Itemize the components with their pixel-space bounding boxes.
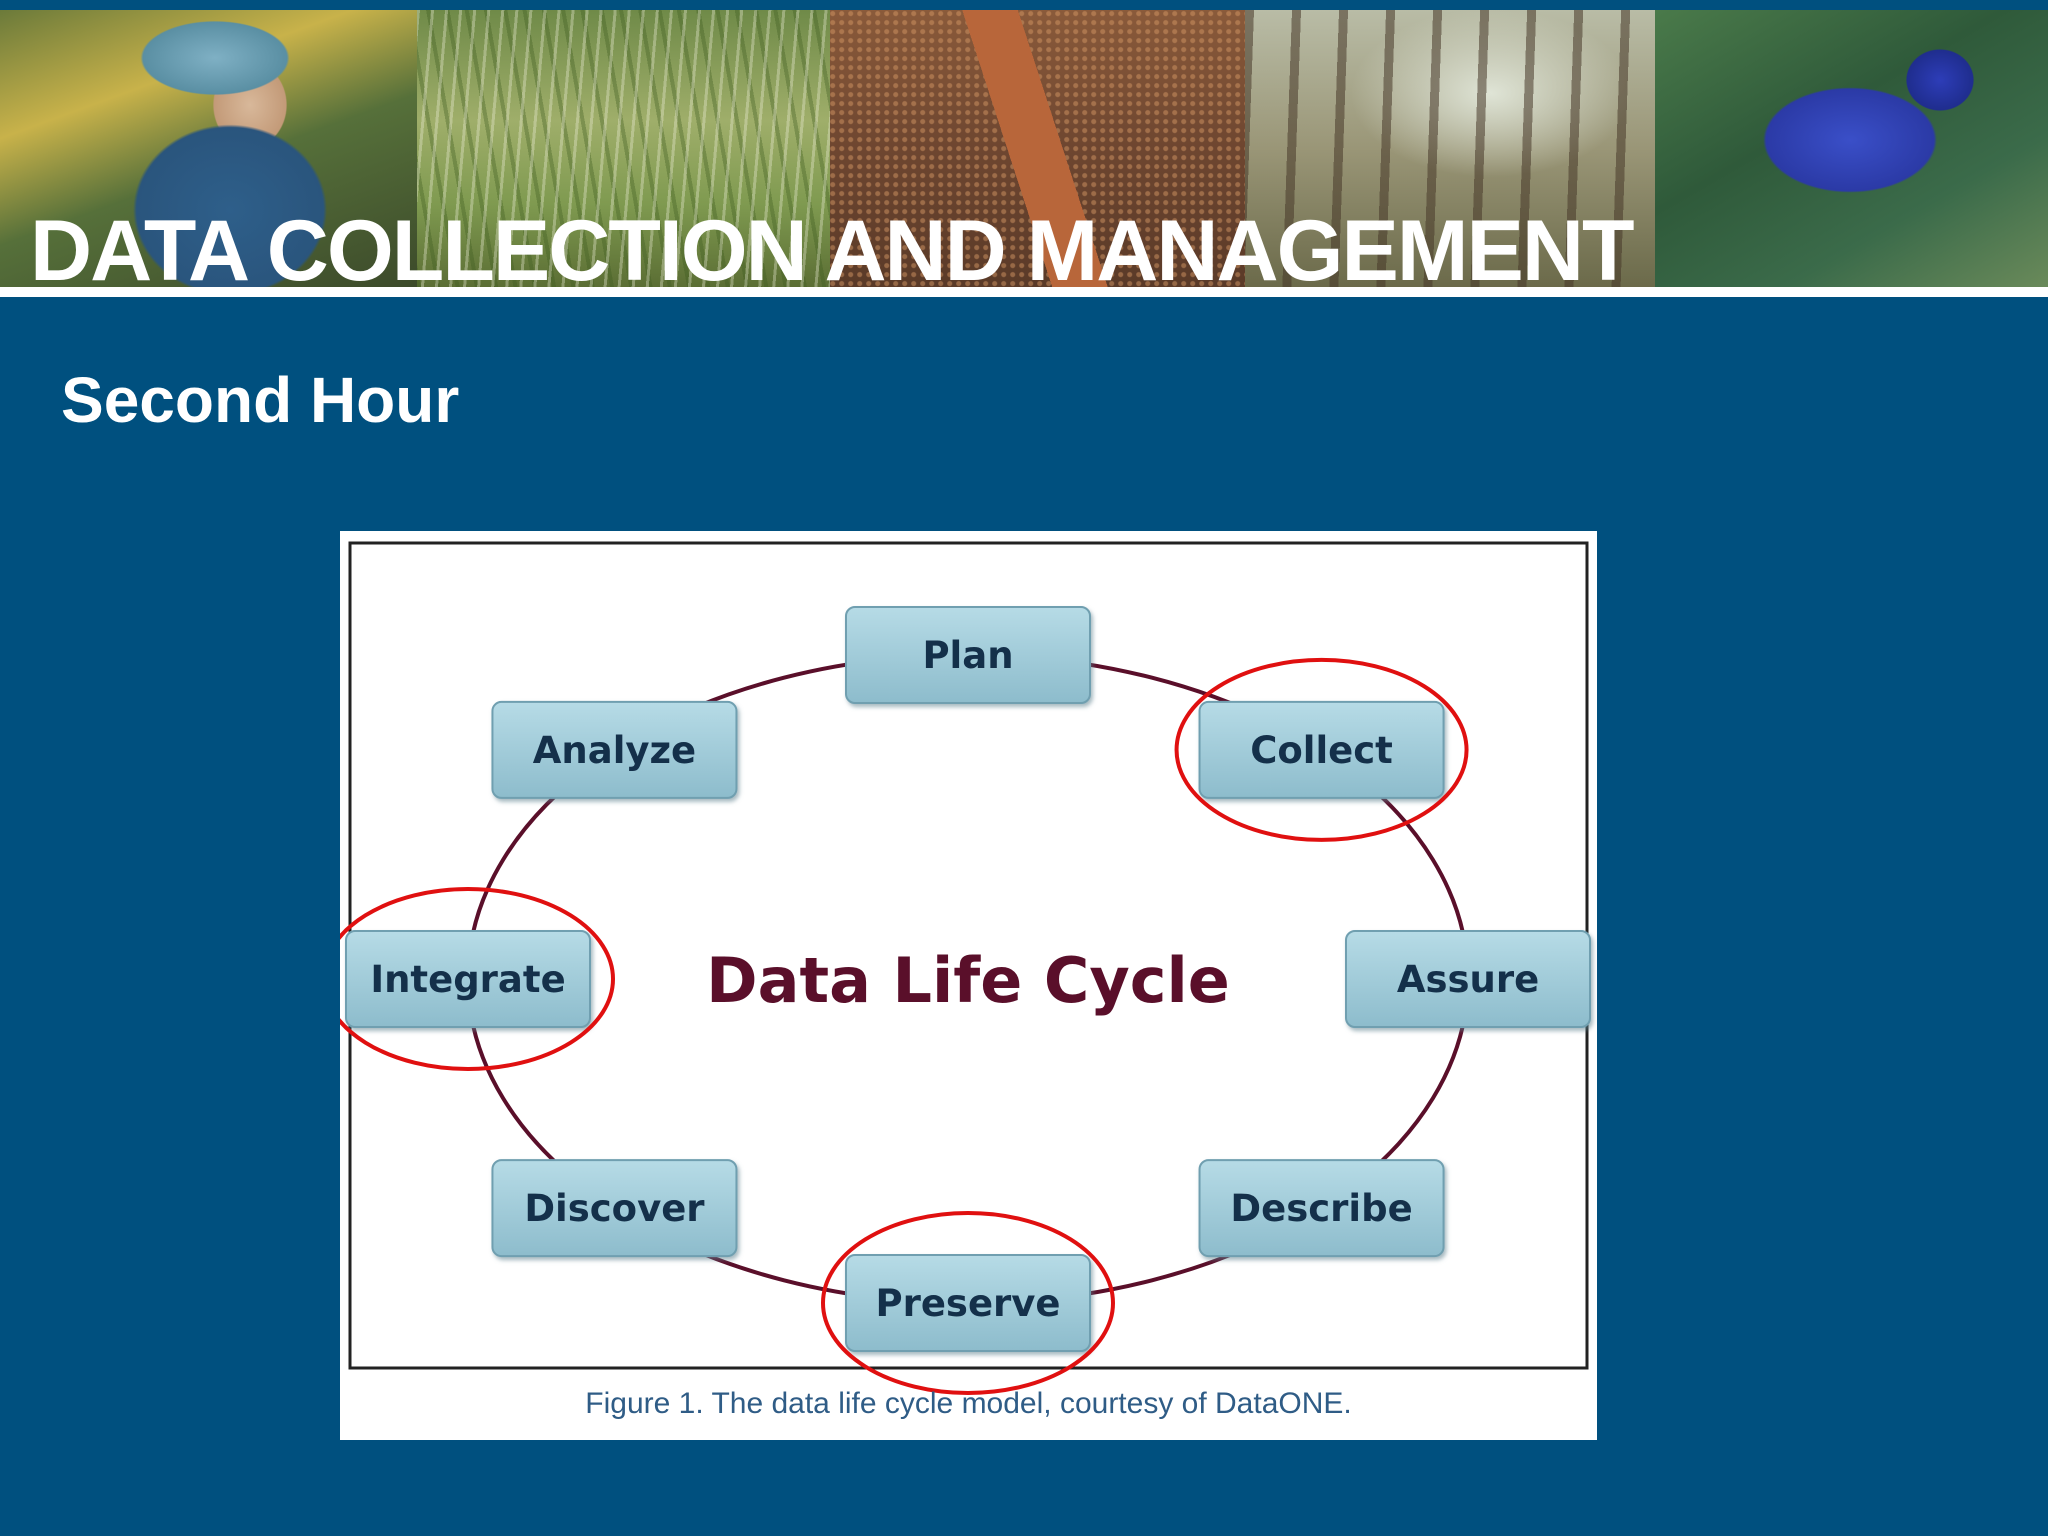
- banner-photo-researcher: [0, 10, 417, 287]
- slide-subtitle: Second Hour: [61, 364, 460, 436]
- cycle-center-label: Data Life Cycle: [706, 944, 1230, 1017]
- stage-label-analyze: Analyze: [533, 729, 696, 772]
- stage-box-preserve: [845, 1254, 1091, 1352]
- stage-label-preserve: Preserve: [875, 1282, 1060, 1325]
- stage-label-assure: Assure: [1397, 958, 1539, 1001]
- figure-caption: Figure 1. The data life cycle model, cou…: [585, 1387, 1352, 1420]
- stage-label-plan: Plan: [922, 634, 1013, 677]
- stage-label-collect: Collect: [1250, 729, 1393, 772]
- stage-plan: Plan: [845, 606, 1091, 704]
- header-banner: DATA COLLECTION AND MANAGEMENT: [0, 10, 2048, 287]
- stage-label-describe: Describe: [1230, 1187, 1412, 1230]
- banner-photo-grass: [417, 10, 830, 287]
- stage-discover: Discover: [491, 1159, 738, 1258]
- stage-box-collect: [1198, 700, 1445, 799]
- stage-label-discover: Discover: [524, 1187, 705, 1230]
- slide-title: DATA COLLECTION AND MANAGEMENT: [30, 203, 1635, 287]
- stage-box-describe: [1198, 1159, 1445, 1258]
- banner-photo-bird: [1655, 10, 2048, 287]
- stage-describe: Describe: [1198, 1159, 1445, 1258]
- stage-collect: Collect: [1198, 700, 1445, 799]
- banner-photo-bark: [830, 10, 1245, 287]
- stage-integrate: Integrate: [345, 930, 591, 1028]
- header-divider: [0, 287, 2048, 297]
- stage-box-plan: [845, 606, 1091, 704]
- highlight-circle-integrate: [340, 887, 615, 1071]
- stage-box-assure: [1345, 930, 1591, 1028]
- highlight-circle-preserve: [821, 1211, 1115, 1395]
- banner-photo-forest: [1245, 10, 1655, 287]
- stage-label-integrate: Integrate: [370, 958, 565, 1001]
- highlight-circle-collect: [1174, 657, 1469, 842]
- stage-box-discover: [491, 1159, 738, 1258]
- stage-analyze: Analyze: [491, 700, 738, 799]
- stage-box-integrate: [345, 930, 591, 1028]
- stage-preserve: Preserve: [845, 1254, 1091, 1352]
- stage-assure: Assure: [1345, 930, 1591, 1028]
- stage-box-analyze: [491, 700, 738, 799]
